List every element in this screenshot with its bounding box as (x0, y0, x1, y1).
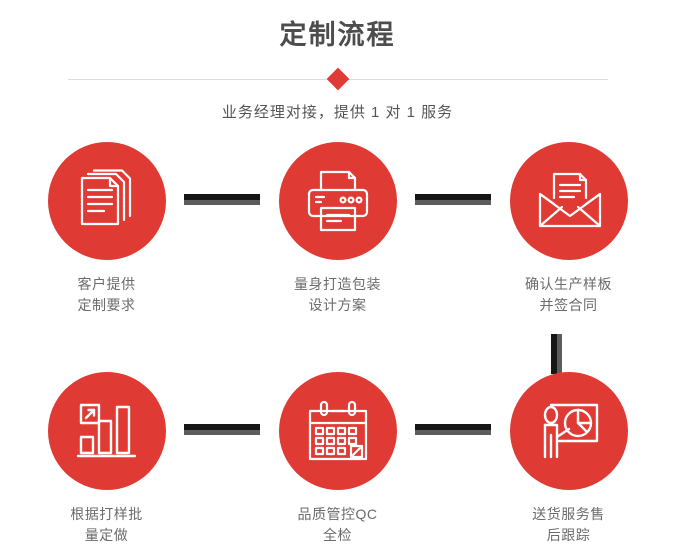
printer-icon (305, 168, 371, 234)
flow-step-packaging-design[interactable]: 量身打造包装 设计方案 (260, 142, 415, 316)
connector-horizontal (184, 424, 260, 435)
step-label: 品质管控QC 全检 (297, 506, 378, 543)
diamond-icon (326, 67, 349, 91)
step-icon-circle (278, 142, 397, 260)
page-subtitle: 业务经理对接，提供 1 对 1 服务 (221, 104, 454, 121)
connector-horizontal (415, 194, 491, 205)
connector-bar-gray (184, 200, 260, 205)
step-label: 送货服务售 后跟踪 (532, 506, 605, 543)
step-icon-circle (47, 372, 166, 490)
connector-bar-dark (551, 334, 557, 374)
connector-bar-dark (184, 194, 260, 200)
flow-step-customer-requirements[interactable]: 客户提供 定制要求 (29, 142, 184, 316)
connector-bar-dark (184, 424, 260, 430)
documents-stack-icon (74, 168, 140, 234)
title-divider (67, 67, 608, 91)
connector-bar-gray (557, 334, 562, 374)
connector-bar-gray (415, 200, 491, 205)
page-title: 定制流程 (279, 20, 396, 50)
step-icon-circle (278, 372, 397, 490)
process-flow: 客户提供 定制要求 (0, 142, 675, 546)
flow-step-sample-contract[interactable]: 确认生产样板 并签合同 (491, 142, 646, 316)
flow-step-batch-production[interactable]: 根据打样批 量定做 (29, 372, 184, 546)
step-icon-circle (47, 142, 166, 260)
envelope-document-icon (536, 168, 602, 234)
flow-row-1: 客户提供 定制要求 (0, 142, 675, 316)
step-label: 量身打造包装 设计方案 (294, 276, 381, 313)
flow-row-2: 根据打样批 量定做 (0, 372, 675, 546)
presentation-pie-chart-icon (537, 399, 601, 463)
page-header: 定制流程 业务经理对接，提供 1 对 1 服务 (0, 0, 675, 124)
flow-step-quality-control[interactable]: 品质管控QC 全检 (260, 372, 415, 546)
step-icon-circle (509, 142, 628, 260)
connector-horizontal (184, 194, 260, 205)
connector-bar-gray (184, 430, 260, 435)
connector-vertical (551, 334, 562, 374)
connector-bar-dark (415, 194, 491, 200)
row-spacer (0, 316, 675, 372)
step-icon-circle (509, 372, 628, 490)
connector-horizontal (415, 424, 491, 435)
connector-bar-gray (415, 430, 491, 435)
step-label: 确认生产样板 并签合同 (525, 276, 612, 313)
calendar-check-icon (306, 399, 370, 463)
connector-bar-dark (415, 424, 491, 430)
bar-chart-growth-icon (75, 399, 139, 463)
flow-step-delivery-aftersales[interactable]: 送货服务售 后跟踪 (491, 372, 646, 546)
step-label: 根据打样批 量定做 (70, 506, 143, 543)
step-label: 客户提供 定制要求 (77, 276, 136, 313)
